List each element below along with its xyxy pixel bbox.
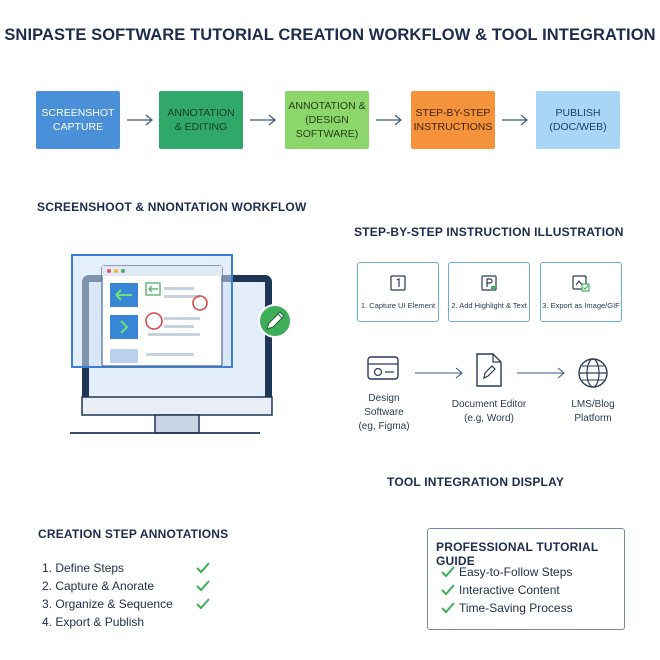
card-label: 2. Add Highlight & Text (451, 301, 527, 310)
instruction-heading: STEP-BY-STEP INSTRUCTION ILLUSTRATION (354, 225, 624, 239)
list-item: 4. Export & Publish (42, 615, 145, 629)
check-icon (196, 580, 210, 592)
tool-label-design-software: Design Software (eg, Figma) (358, 393, 410, 432)
flow-step-publish: PUBLISH (DOC/WEB) (536, 91, 620, 149)
list-item: 2. Capture & Anorate (42, 579, 155, 593)
instruction-card-capture: 1. Capture UI Element (357, 262, 439, 322)
capture-icon (390, 275, 406, 291)
tool-label-document-editor: Document Editor (e.g, Word) (451, 399, 527, 424)
card-label: 3. Export as Image/GIF (542, 301, 620, 310)
check-icon (196, 598, 210, 610)
instruction-card-export: 3. Export as Image/GIF (540, 262, 622, 322)
pencil-edit-icon (258, 304, 292, 338)
page-title: SNIPASTE SOFTWARE TUTORIAL CREATION WORK… (4, 26, 656, 44)
flow-step-screenshot-capture: SCREENSHOT CAPTURE (36, 91, 120, 149)
guide-item: Easy-to-Follow Steps (459, 565, 573, 579)
globe-icon (578, 358, 608, 388)
workflow-heading: SCREENSHOOT & NNONTATION WORKFLOW (37, 200, 307, 214)
design-software-icon (367, 356, 399, 380)
creation-steps-heading: CREATION STEP ANNOTATIONS (38, 527, 229, 541)
guide-item: Time-Saving Process (459, 601, 573, 615)
flow-step-annotation-editing: ANNOTATION & EDITING (159, 91, 243, 149)
check-icon (196, 562, 210, 574)
arrow-right-icon (127, 114, 153, 126)
professional-guide-panel: PROFESSIONAL TUTORIAL GUIDE Easy-to-Foll… (427, 528, 625, 630)
tool-label-lms-blog: LMS/Blog Platform (571, 399, 615, 424)
document-edit-icon (476, 353, 502, 387)
arrow-right-icon (250, 114, 276, 126)
export-icon (572, 275, 590, 292)
flow-step-design-software: ANNOTATION & (DESIGN SOFTWARE) (285, 91, 369, 149)
arrow-right-icon (517, 367, 565, 379)
guide-item: Interactive Content (459, 583, 560, 597)
arrow-right-icon (415, 367, 463, 379)
arrow-right-icon (502, 114, 528, 126)
guide-title: PROFESSIONAL TUTORIAL GUIDE (436, 540, 599, 568)
instruction-card-highlight: 2. Add Highlight & Text (448, 262, 530, 322)
creation-steps-list: 1. Define Steps 2. Capture & Anorate 3. … (42, 561, 173, 633)
check-icon (441, 602, 455, 614)
highlight-icon (481, 275, 497, 291)
tool-integration-heading: TOOL INTEGRATION DISPLAY (387, 475, 565, 489)
card-label: 1. Capture UI Element (360, 301, 436, 310)
check-icon (441, 584, 455, 596)
monitor-illustration (70, 254, 292, 434)
list-item: 3. Organize & Sequence (42, 597, 173, 611)
flow-step-instructions: STEP-BY-STEP INSTRUCTIONS (411, 91, 495, 149)
check-icon (441, 566, 455, 578)
arrow-right-icon (376, 114, 402, 126)
app-window (101, 265, 223, 367)
list-item: 1. Define Steps (42, 561, 125, 575)
